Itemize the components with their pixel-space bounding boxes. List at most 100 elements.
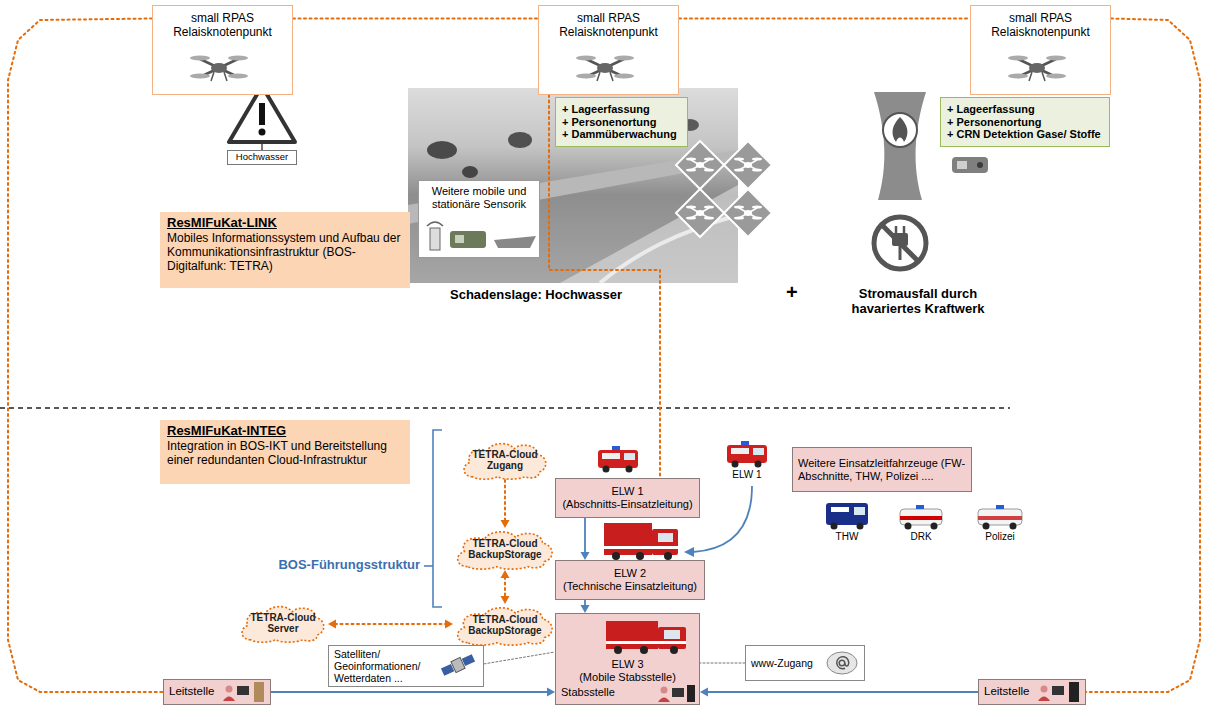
- connector-line: [707, 691, 978, 693]
- power-plant-icon: [874, 92, 926, 200]
- arrow-head: [501, 570, 510, 578]
- power-plant-icon: [874, 92, 926, 200]
- gas-sensor-icon: [952, 157, 988, 173]
- command-bracket: [433, 430, 442, 607]
- arrow-head: [581, 605, 590, 613]
- thw-van-icon: [826, 503, 868, 530]
- fire-truck-icon: [604, 523, 652, 555]
- fire-truck-icon: [604, 546, 678, 549]
- scenario-caption: Stromausfall durch havariertes Kraftwerk: [828, 287, 1008, 317]
- box-text: + Lageerfassung: [562, 103, 650, 116]
- flood-photo: [600, 215, 738, 283]
- box-text: Integration in BOS-IKT und Bereitstellun…: [167, 440, 403, 468]
- ambulance-icon: [900, 509, 942, 525]
- cloud-node: TETRA-Cloud Server: [238, 603, 328, 643]
- sensor-icons: [427, 222, 536, 250]
- box-text: (Technische Einsatzleitung): [563, 580, 697, 593]
- vehicle-box: Weitere Einsatzleitfahrzeuge (FW-Abschni…: [792, 447, 972, 492]
- fire-vehicle-icon: [727, 441, 767, 468]
- box-text: ELW 3: [611, 658, 643, 671]
- fire-truck-icon: [640, 646, 648, 654]
- plus-sign: +: [786, 281, 798, 304]
- cloud-node: TETRA-Cloud BackupStorage: [453, 604, 557, 646]
- box-text: www-Zugang: [751, 657, 813, 669]
- connector-line: [293, 18, 538, 20]
- data-source-box: Satelliten/ Geoinformationen/ Wetterdate…: [328, 645, 484, 687]
- no-power-sign: [882, 225, 918, 261]
- box-text: TETRA-Cloud BackupStorage: [465, 538, 545, 561]
- connector: [293, 18, 538, 19]
- warning-sign: [229, 86, 295, 150]
- box-text: ELW 2: [614, 567, 646, 580]
- relay-node-box: small RPAS Relaisknotenpunkt: [970, 5, 1111, 95]
- drone-swarm-tiles: [734, 158, 762, 172]
- control-center-box: Leitstelle: [163, 679, 271, 705]
- cloud-outline: [458, 608, 552, 645]
- satellite-icon: [441, 654, 475, 676]
- drone-swarm-tiles: [676, 189, 724, 237]
- operator-icon: [1038, 682, 1079, 702]
- connector: [501, 570, 510, 604]
- police-car-icon: [983, 523, 990, 530]
- box-text: Satelliten/ Geoinformationen/ Wetterdate…: [334, 648, 434, 684]
- command-bracket: [424, 430, 442, 607]
- connector-line: [549, 95, 660, 478]
- connector-line: [271, 691, 548, 693]
- scenario-caption: Schadenslage: Hochwasser: [450, 288, 622, 303]
- vehicle-box: ELW 2(Technische Einsatzleitung): [555, 560, 705, 600]
- operator-icon: [658, 698, 670, 703]
- box-text: TETRA-Cloud BackupStorage: [465, 614, 545, 637]
- relay-node-box: small RPAS Relaisknotenpunkt: [152, 5, 293, 95]
- vehicle-label: DRK: [900, 531, 942, 543]
- police-car-icon: [978, 516, 1022, 520]
- connector: [549, 95, 660, 478]
- arrow-head: [501, 596, 510, 604]
- ambulance-icon: [905, 523, 912, 530]
- web-icon: [837, 657, 849, 669]
- operator-icon: [237, 686, 249, 695]
- drone-swarm-tiles: [686, 206, 714, 220]
- box-text: ResMIFuKat-INTEG: [167, 424, 286, 439]
- drone-icon: [576, 56, 634, 82]
- operator-icon: [1041, 686, 1048, 693]
- box-text: Leitstelle: [169, 685, 214, 698]
- connector: [8, 19, 163, 693]
- vehicle-arrow: [693, 486, 752, 552]
- police-car-icon: [996, 505, 1004, 509]
- command-bracket: [424, 565, 433, 567]
- arrow-head: [581, 552, 590, 560]
- box-text: ResMIFuKat-LINK: [167, 216, 277, 231]
- fire-truck-icon: [658, 533, 673, 542]
- operator-icon: [658, 685, 695, 702]
- box-text: small RPAS Relaisknotenpunkt: [546, 12, 671, 40]
- connector-line: [335, 623, 446, 625]
- operator-icon: [223, 697, 235, 702]
- arrow-head: [547, 688, 555, 697]
- drone-icon: [1008, 56, 1066, 82]
- satellite-icon: [451, 657, 465, 672]
- fire-truck-icon: [606, 641, 686, 644]
- flood-photo: [427, 141, 457, 159]
- ambulance-icon: [916, 505, 924, 509]
- box-text: (Abschnitts-Einsatzleitung): [562, 498, 692, 511]
- no-power-sign: [899, 246, 902, 260]
- vehicle-label: Polizei: [974, 531, 1026, 543]
- vehicle-arrow: [684, 547, 694, 557]
- arrow-head: [328, 620, 336, 629]
- connector-line: [504, 480, 506, 521]
- connector: [679, 18, 970, 19]
- box-text: Weitere mobile und stationäre Sensorik: [426, 185, 532, 210]
- box-text: Weitere Einsatzleitfahrzeuge (FW-Abschni…: [798, 457, 966, 482]
- ambulance-icon: [931, 523, 938, 530]
- gas-sensor-icon: [977, 162, 983, 168]
- power-plant-icon: [883, 113, 917, 147]
- gas-sensor-icon: [952, 157, 988, 173]
- vehicle-label: THW: [826, 531, 868, 543]
- no-power-sign: [903, 226, 906, 233]
- data-source-box: www-Zugang: [745, 645, 865, 681]
- connector: [271, 688, 555, 697]
- arrow-head: [445, 620, 453, 629]
- box-text: + Lageerfassung: [947, 103, 1035, 116]
- fire-truck-icon: [606, 621, 658, 649]
